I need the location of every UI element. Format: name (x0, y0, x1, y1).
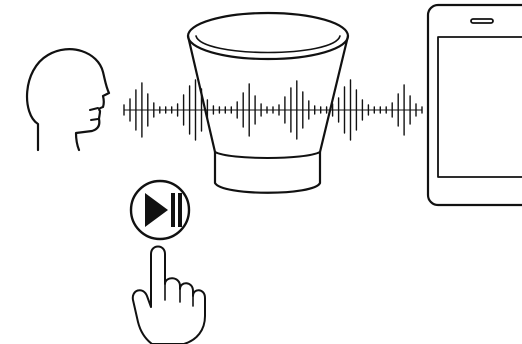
smart-speaker-cup-icon (188, 13, 348, 193)
smartphone-icon (428, 5, 522, 205)
pointing-hand-icon (133, 247, 205, 344)
play-pause-icon (145, 193, 182, 227)
sound-wave-icon (124, 80, 422, 140)
play-pause-button[interactable] (131, 181, 189, 239)
speaking-head-icon (27, 49, 109, 150)
